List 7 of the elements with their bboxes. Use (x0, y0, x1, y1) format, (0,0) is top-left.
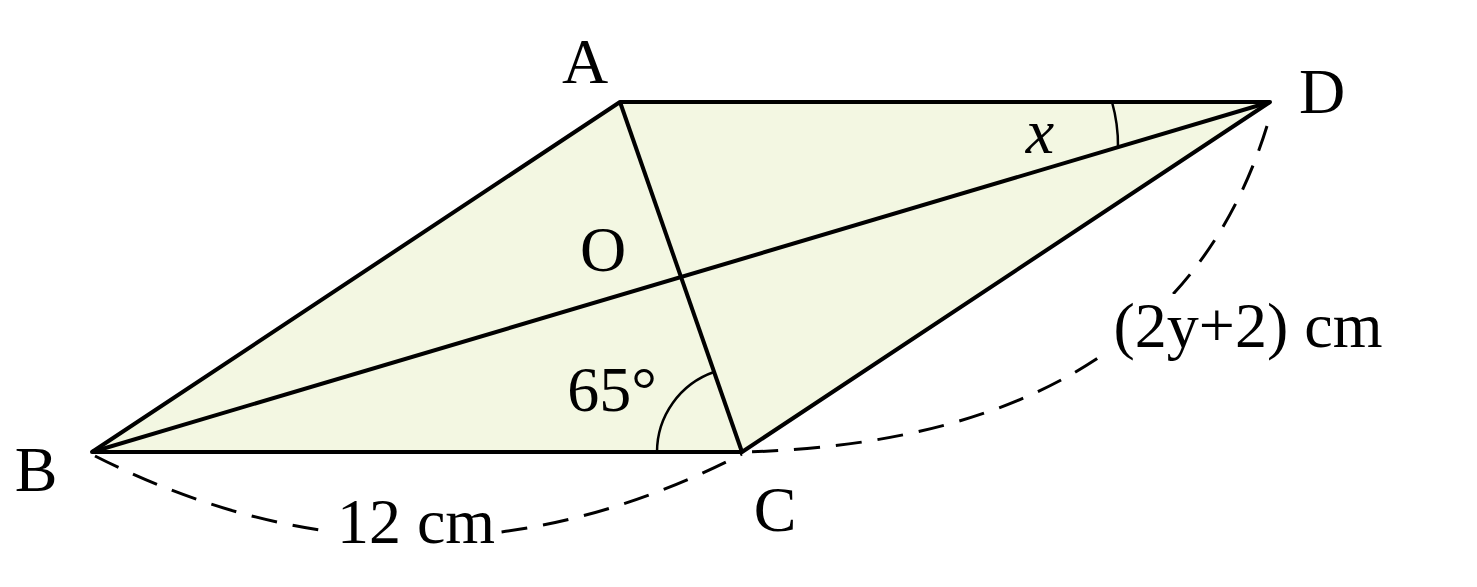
vertex-label: D (1298, 60, 1346, 124)
point-label: O (579, 218, 627, 282)
vertex-label: A (561, 30, 609, 94)
vertex-label: C (753, 478, 797, 542)
vertex-label: B (14, 438, 58, 502)
angle-label: 65° (567, 358, 657, 422)
angle-label: x (1025, 100, 1055, 164)
